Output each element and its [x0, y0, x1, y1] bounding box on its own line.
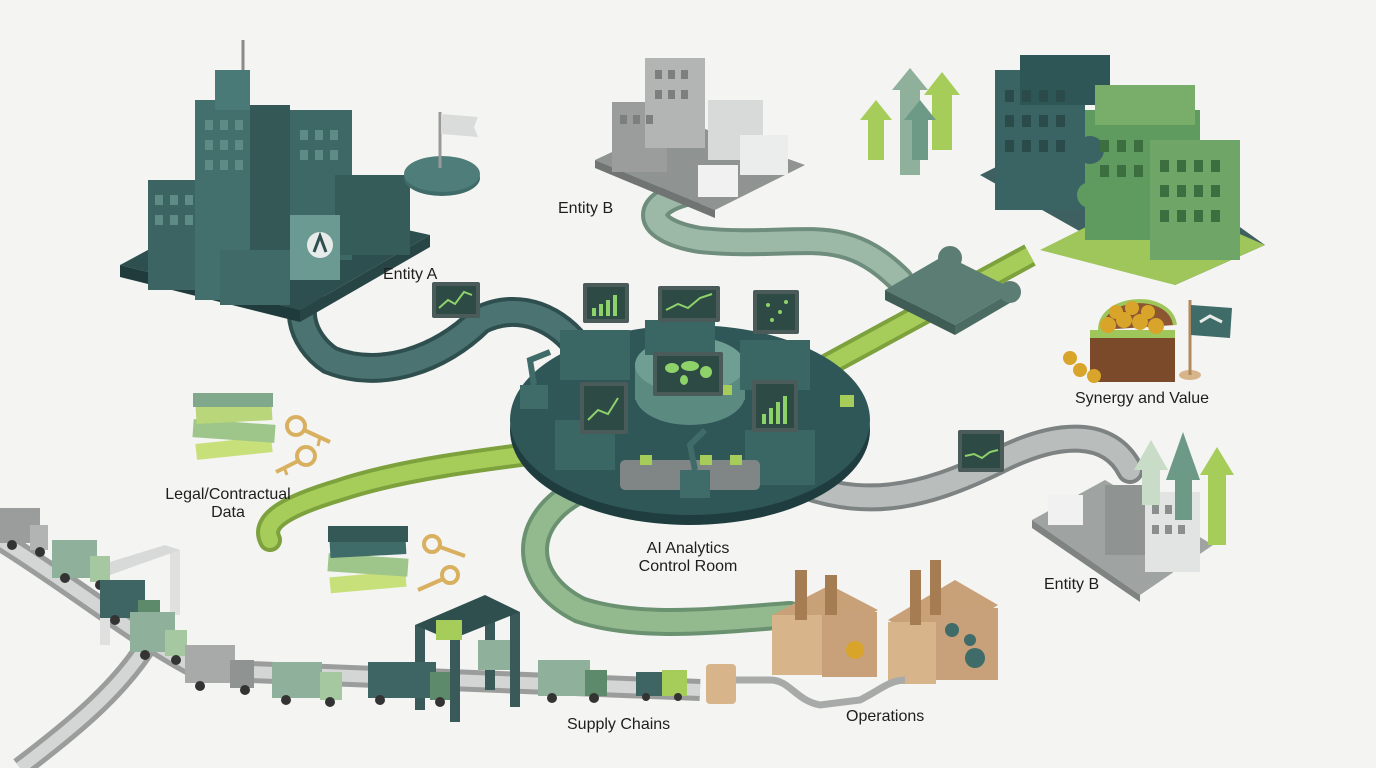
entity-b-top-label: Entity B	[558, 200, 614, 217]
handshake-flag-icon	[1179, 300, 1232, 380]
key-icon	[275, 445, 317, 476]
robot-arm-icon	[520, 349, 710, 498]
puzzle-piece-icon	[885, 246, 1021, 335]
chart-monitor-icon	[658, 286, 720, 322]
truck-icon	[636, 670, 687, 701]
truck-icon	[52, 540, 110, 590]
entity-a-label: Entity A	[383, 266, 438, 283]
gantry-crane-icon	[415, 595, 520, 722]
synergy-merged-building	[980, 55, 1265, 285]
supply-chains-label: Supply Chains	[567, 716, 671, 733]
chart-monitor-icon	[752, 380, 798, 432]
world-map-monitor-icon	[653, 352, 723, 396]
synergy-and-value-label: Synergy and Value	[1075, 390, 1210, 407]
chart-monitor-icon	[432, 282, 480, 318]
book-stack-icon	[327, 526, 409, 594]
key-icon	[422, 534, 466, 558]
treasure-chest-icon	[1063, 299, 1177, 383]
factory-icon	[888, 560, 998, 684]
legal-contractual-data-label: Legal/Contractual Data	[165, 486, 291, 521]
truck-icon	[538, 660, 607, 703]
teal-path	[287, 265, 595, 383]
key-icon	[417, 565, 460, 592]
mint-path-bottom	[521, 476, 804, 636]
growth-arrow-icon	[860, 68, 960, 175]
chart-monitor-icon	[958, 430, 1004, 472]
book-stack-icon	[192, 393, 276, 460]
entity-b-right-building	[1032, 432, 1234, 602]
lime-path-right	[794, 244, 1036, 391]
ai-control-room-platform	[510, 320, 870, 525]
entity-a-building	[120, 40, 430, 322]
chart-monitor-icon	[583, 283, 629, 323]
key-icon	[285, 415, 331, 447]
truck-icon	[0, 508, 48, 557]
operations-label: Operations	[846, 708, 925, 725]
entity-b-top-building	[595, 58, 805, 218]
entity-b-right-label: Entity B	[1044, 576, 1100, 593]
pipe	[706, 664, 906, 709]
flag-icon	[404, 112, 480, 196]
factory-icon	[772, 570, 878, 677]
truck-icon	[185, 645, 254, 695]
truck-icon	[368, 662, 450, 707]
chart-monitor-icon	[753, 290, 799, 334]
chart-monitor-icon	[580, 382, 628, 434]
mint-path-top	[641, 176, 914, 294]
lime-path-left	[256, 438, 572, 552]
truck-icon	[272, 662, 342, 707]
truck-icon	[130, 612, 187, 665]
ai-analytics-control-room-label: AI Analytics Control Room	[638, 540, 738, 575]
